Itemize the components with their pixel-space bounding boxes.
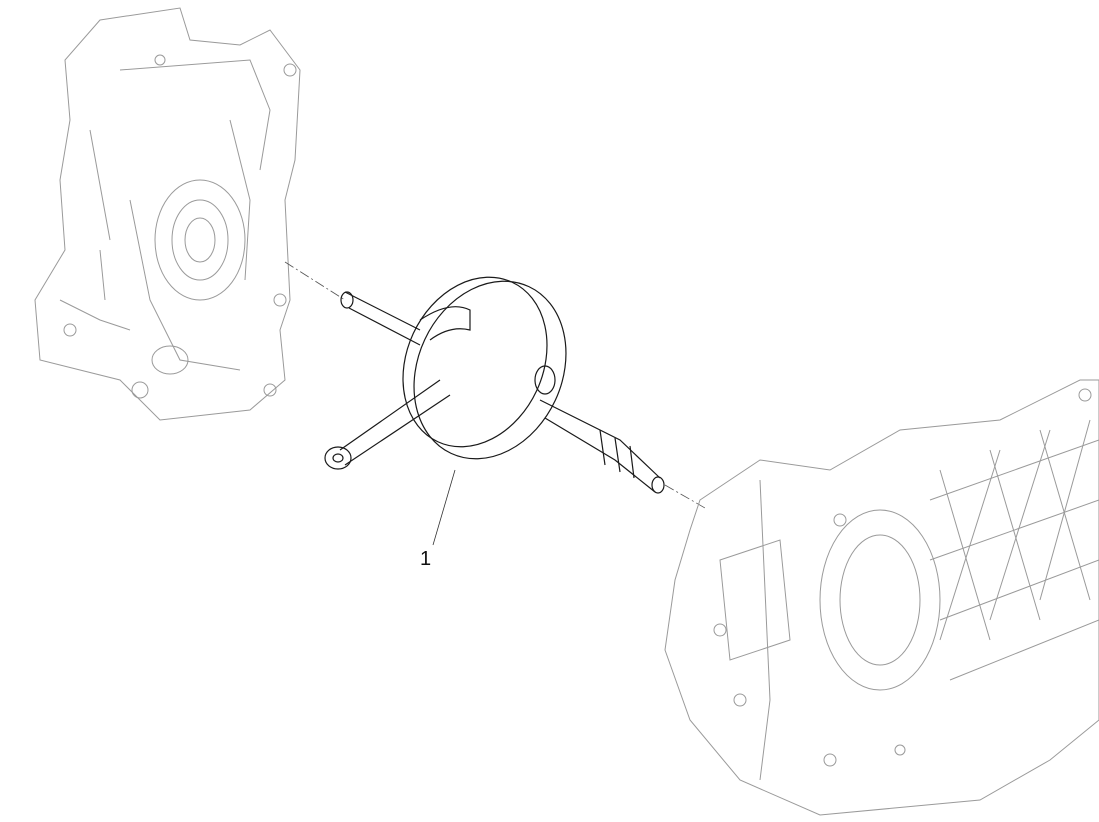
callout-leader-line [432,469,456,546]
crankshaft [324,276,665,494]
right-crankcase-half [664,379,1099,816]
callout-label-1: 1 [420,548,432,570]
assembly-axis-line-left [284,261,346,301]
left-crankcase-half [34,7,301,421]
